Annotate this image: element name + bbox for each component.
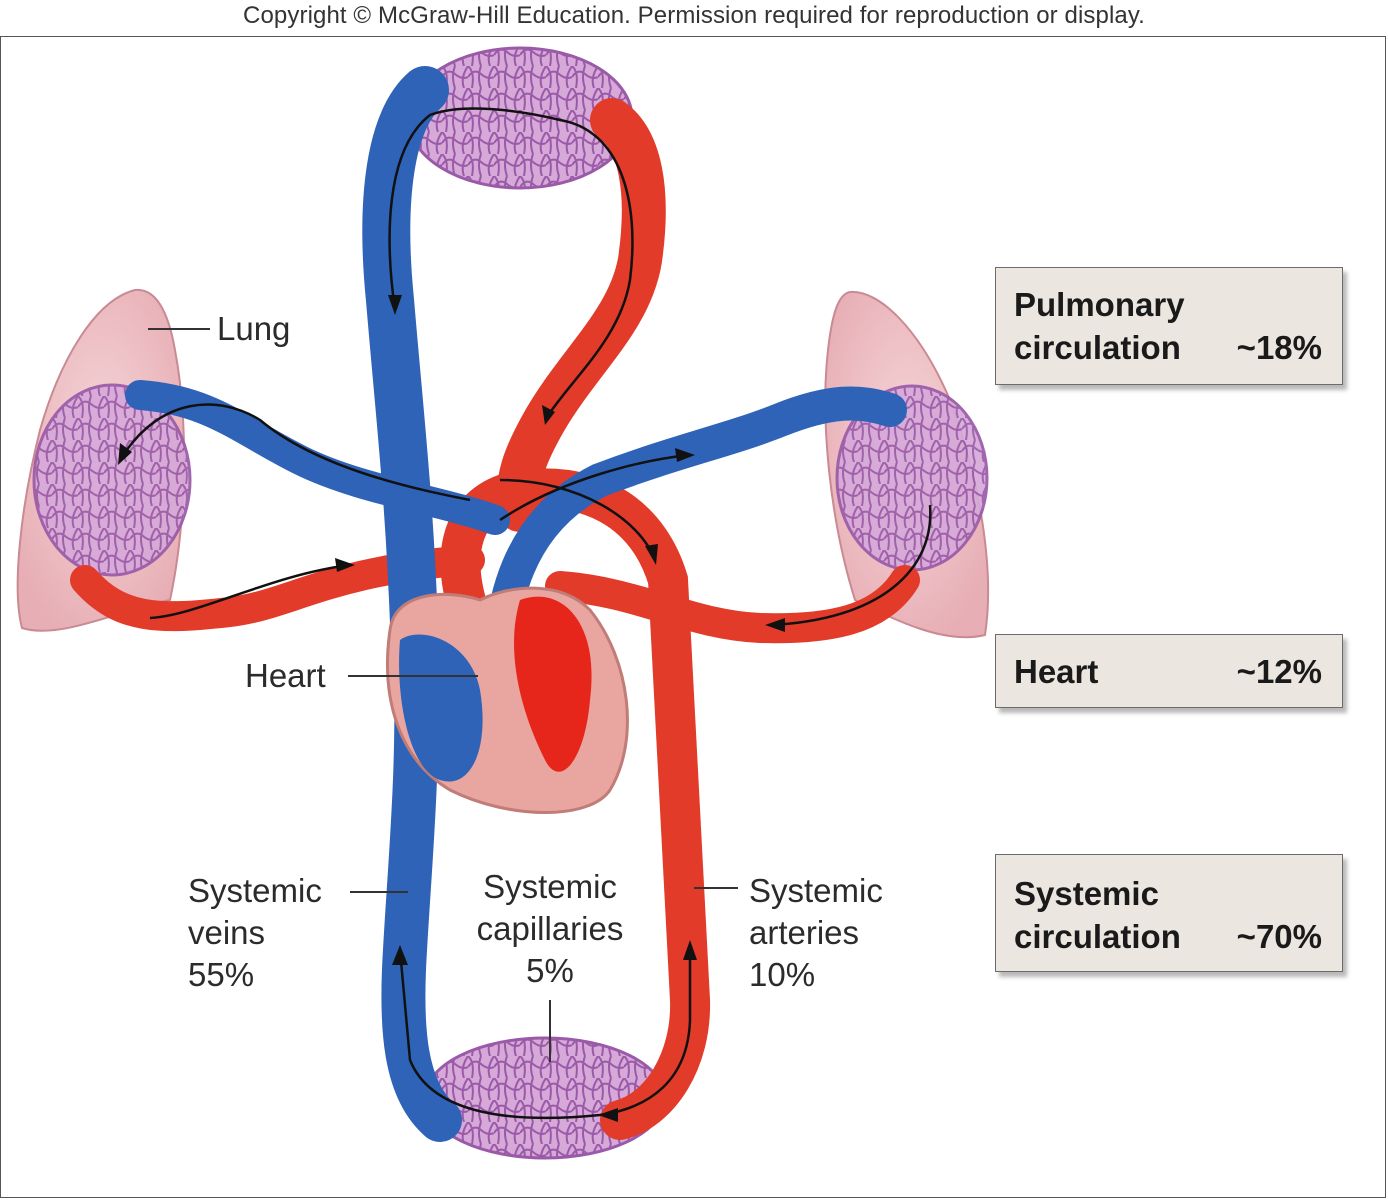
lung-label: Lung: [217, 310, 291, 347]
systemic-capillaries-label: Systemic capillaries 5%: [476, 868, 624, 989]
arrowheads: [118, 295, 785, 1122]
heart-illustration: [386, 586, 629, 814]
lung-capillaries-left: [32, 383, 192, 577]
pulmonary-circulation-box: Pulmonary circulation ~18%: [995, 267, 1343, 385]
systemic-circulation-box: Systemic circulation ~70%: [995, 854, 1343, 972]
systemic-arteries-label: Systemic arteries 10%: [749, 872, 883, 993]
leader-lines: [148, 328, 738, 1062]
heart-label: Heart: [245, 657, 326, 694]
heart-percentage-box: Heart ~12%: [995, 634, 1343, 708]
copyright-notice: Copyright © McGraw-Hill Education. Permi…: [243, 2, 1145, 29]
arterial-vessels: [70, 98, 920, 1140]
systemic-veins-label: Systemic veins 55%: [188, 872, 322, 993]
